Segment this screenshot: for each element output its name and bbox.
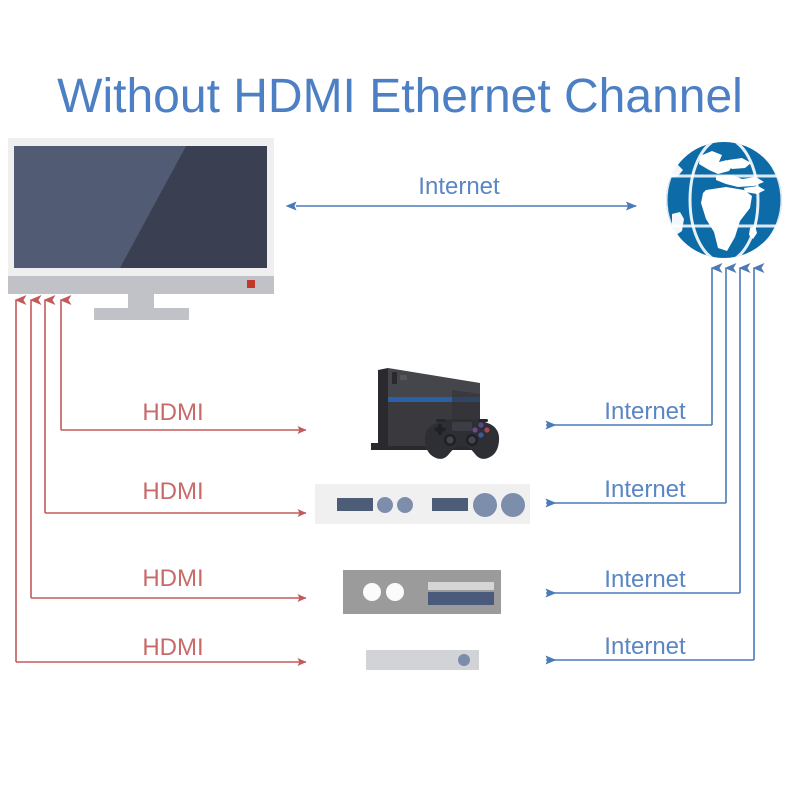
page-title: Without HDMI Ethernet Channel xyxy=(57,70,743,123)
hdmi-rows xyxy=(16,426,307,666)
internet-label-row-3: Internet xyxy=(604,566,686,593)
internet-rows xyxy=(545,420,754,665)
set-top-box-icon xyxy=(366,650,479,670)
hdmi-label-row-1: HDMI xyxy=(142,399,203,426)
tv-power-led xyxy=(247,280,255,288)
hdmi-label-row-3: HDMI xyxy=(142,565,203,592)
internet-label-row-4: Internet xyxy=(604,633,686,660)
hdmi-bus xyxy=(14,295,72,662)
internet-labels: Internet Internet Internet Internet xyxy=(604,398,686,660)
top-internet-link: Internet xyxy=(285,173,637,211)
internet-label-row-2: Internet xyxy=(604,476,686,503)
television-icon xyxy=(8,138,274,320)
internet-bus xyxy=(710,263,765,660)
game-controller-icon xyxy=(424,418,500,459)
hdmi-label-row-4: HDMI xyxy=(142,634,203,661)
av-receiver-icon xyxy=(315,484,530,524)
hdmi-labels: HDMI HDMI HDMI HDMI xyxy=(142,399,203,661)
internet-label-row-1: Internet xyxy=(604,398,686,425)
globe-icon xyxy=(666,142,782,258)
disc-player-icon xyxy=(343,570,501,614)
hdmi-label-row-2: HDMI xyxy=(142,478,203,505)
top-internet-label: Internet xyxy=(418,173,500,200)
